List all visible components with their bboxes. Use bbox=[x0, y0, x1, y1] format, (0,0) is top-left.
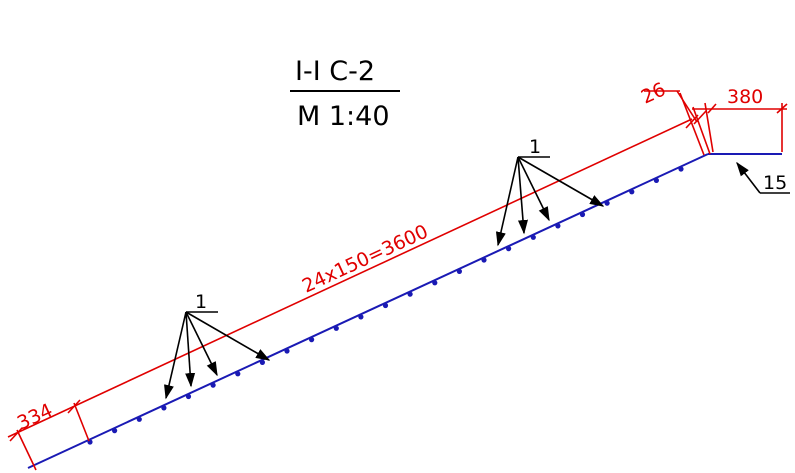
callout-right-arrow-4 bbox=[517, 156, 605, 207]
rebar-dot bbox=[235, 371, 241, 377]
callout-right-arrow-3 bbox=[517, 156, 550, 222]
callout-right-arrow-2 bbox=[517, 156, 529, 235]
span-dimension-line bbox=[7, 118, 693, 438]
tick-26-b bbox=[693, 110, 707, 125]
rebar-dot bbox=[555, 223, 561, 229]
rebar-callout-left bbox=[164, 311, 271, 400]
callout-left-arrow-4 bbox=[185, 311, 271, 361]
landing-dimension-label: 380 bbox=[727, 86, 763, 108]
rebar-dot bbox=[259, 359, 265, 365]
extension-line-26-a bbox=[679, 92, 705, 156]
rebar-dot bbox=[481, 257, 487, 263]
extension-line-334 bbox=[73, 402, 90, 442]
slab-callout bbox=[736, 161, 790, 194]
rebar-dot bbox=[678, 166, 684, 172]
rebar-dot bbox=[456, 268, 462, 274]
callout-left-arrow-2 bbox=[185, 311, 196, 388]
rebar-dot bbox=[653, 177, 660, 183]
leader-26-line bbox=[676, 90, 698, 123]
rebar-dot bbox=[136, 416, 142, 422]
rebar-dot bbox=[161, 405, 167, 411]
rebar-dot bbox=[210, 382, 216, 388]
rebar-dot bbox=[185, 393, 192, 400]
rebar-callout-right-label: 1 bbox=[529, 136, 541, 158]
tick-start bbox=[9, 427, 23, 442]
rebar-dot bbox=[629, 189, 635, 195]
rebar-dot bbox=[579, 211, 586, 218]
tick-380-left bbox=[707, 103, 717, 114]
dimension-lines bbox=[7, 90, 788, 471]
rebar-dot bbox=[530, 234, 536, 240]
callout-left-arrow-3 bbox=[185, 311, 218, 377]
rebar-dots bbox=[87, 166, 684, 445]
section-title-block: I-I C-2 M 1:40 bbox=[290, 56, 400, 132]
rebar-dot bbox=[309, 337, 315, 343]
rebar-callout-left-label: 1 bbox=[195, 291, 207, 313]
rebar-dot bbox=[432, 280, 438, 286]
tick-26-a bbox=[685, 114, 699, 129]
extension-line-26-b bbox=[692, 106, 711, 155]
rebar-dot bbox=[407, 291, 413, 297]
left-offset-label: 334 bbox=[14, 399, 56, 434]
section-scale: M 1:40 bbox=[297, 101, 390, 132]
tick-380-right bbox=[776, 103, 788, 114]
rebar-dot bbox=[506, 246, 512, 252]
extension-line-start bbox=[16, 429, 37, 471]
rebar-dot bbox=[382, 302, 389, 309]
callout-left-arrow-1 bbox=[164, 311, 187, 400]
rebar-callout-right bbox=[495, 156, 605, 247]
top-offset-label: 26 bbox=[638, 78, 669, 108]
section-title: I-I C-2 bbox=[295, 56, 375, 87]
slab-callout-arrow bbox=[736, 161, 761, 194]
rebar-dot bbox=[358, 314, 364, 320]
rebar-dot bbox=[333, 325, 339, 331]
tick-334 bbox=[67, 399, 81, 414]
callout-right-arrow-1 bbox=[495, 156, 519, 247]
rebar-dot bbox=[112, 428, 118, 434]
slab-callout-label: 15 bbox=[763, 172, 787, 194]
landing-extension-left bbox=[704, 102, 714, 153]
rebar-dot bbox=[604, 200, 610, 206]
rebar-dot bbox=[284, 348, 290, 354]
span-dimension-label: 24x150=3600 bbox=[299, 221, 432, 298]
